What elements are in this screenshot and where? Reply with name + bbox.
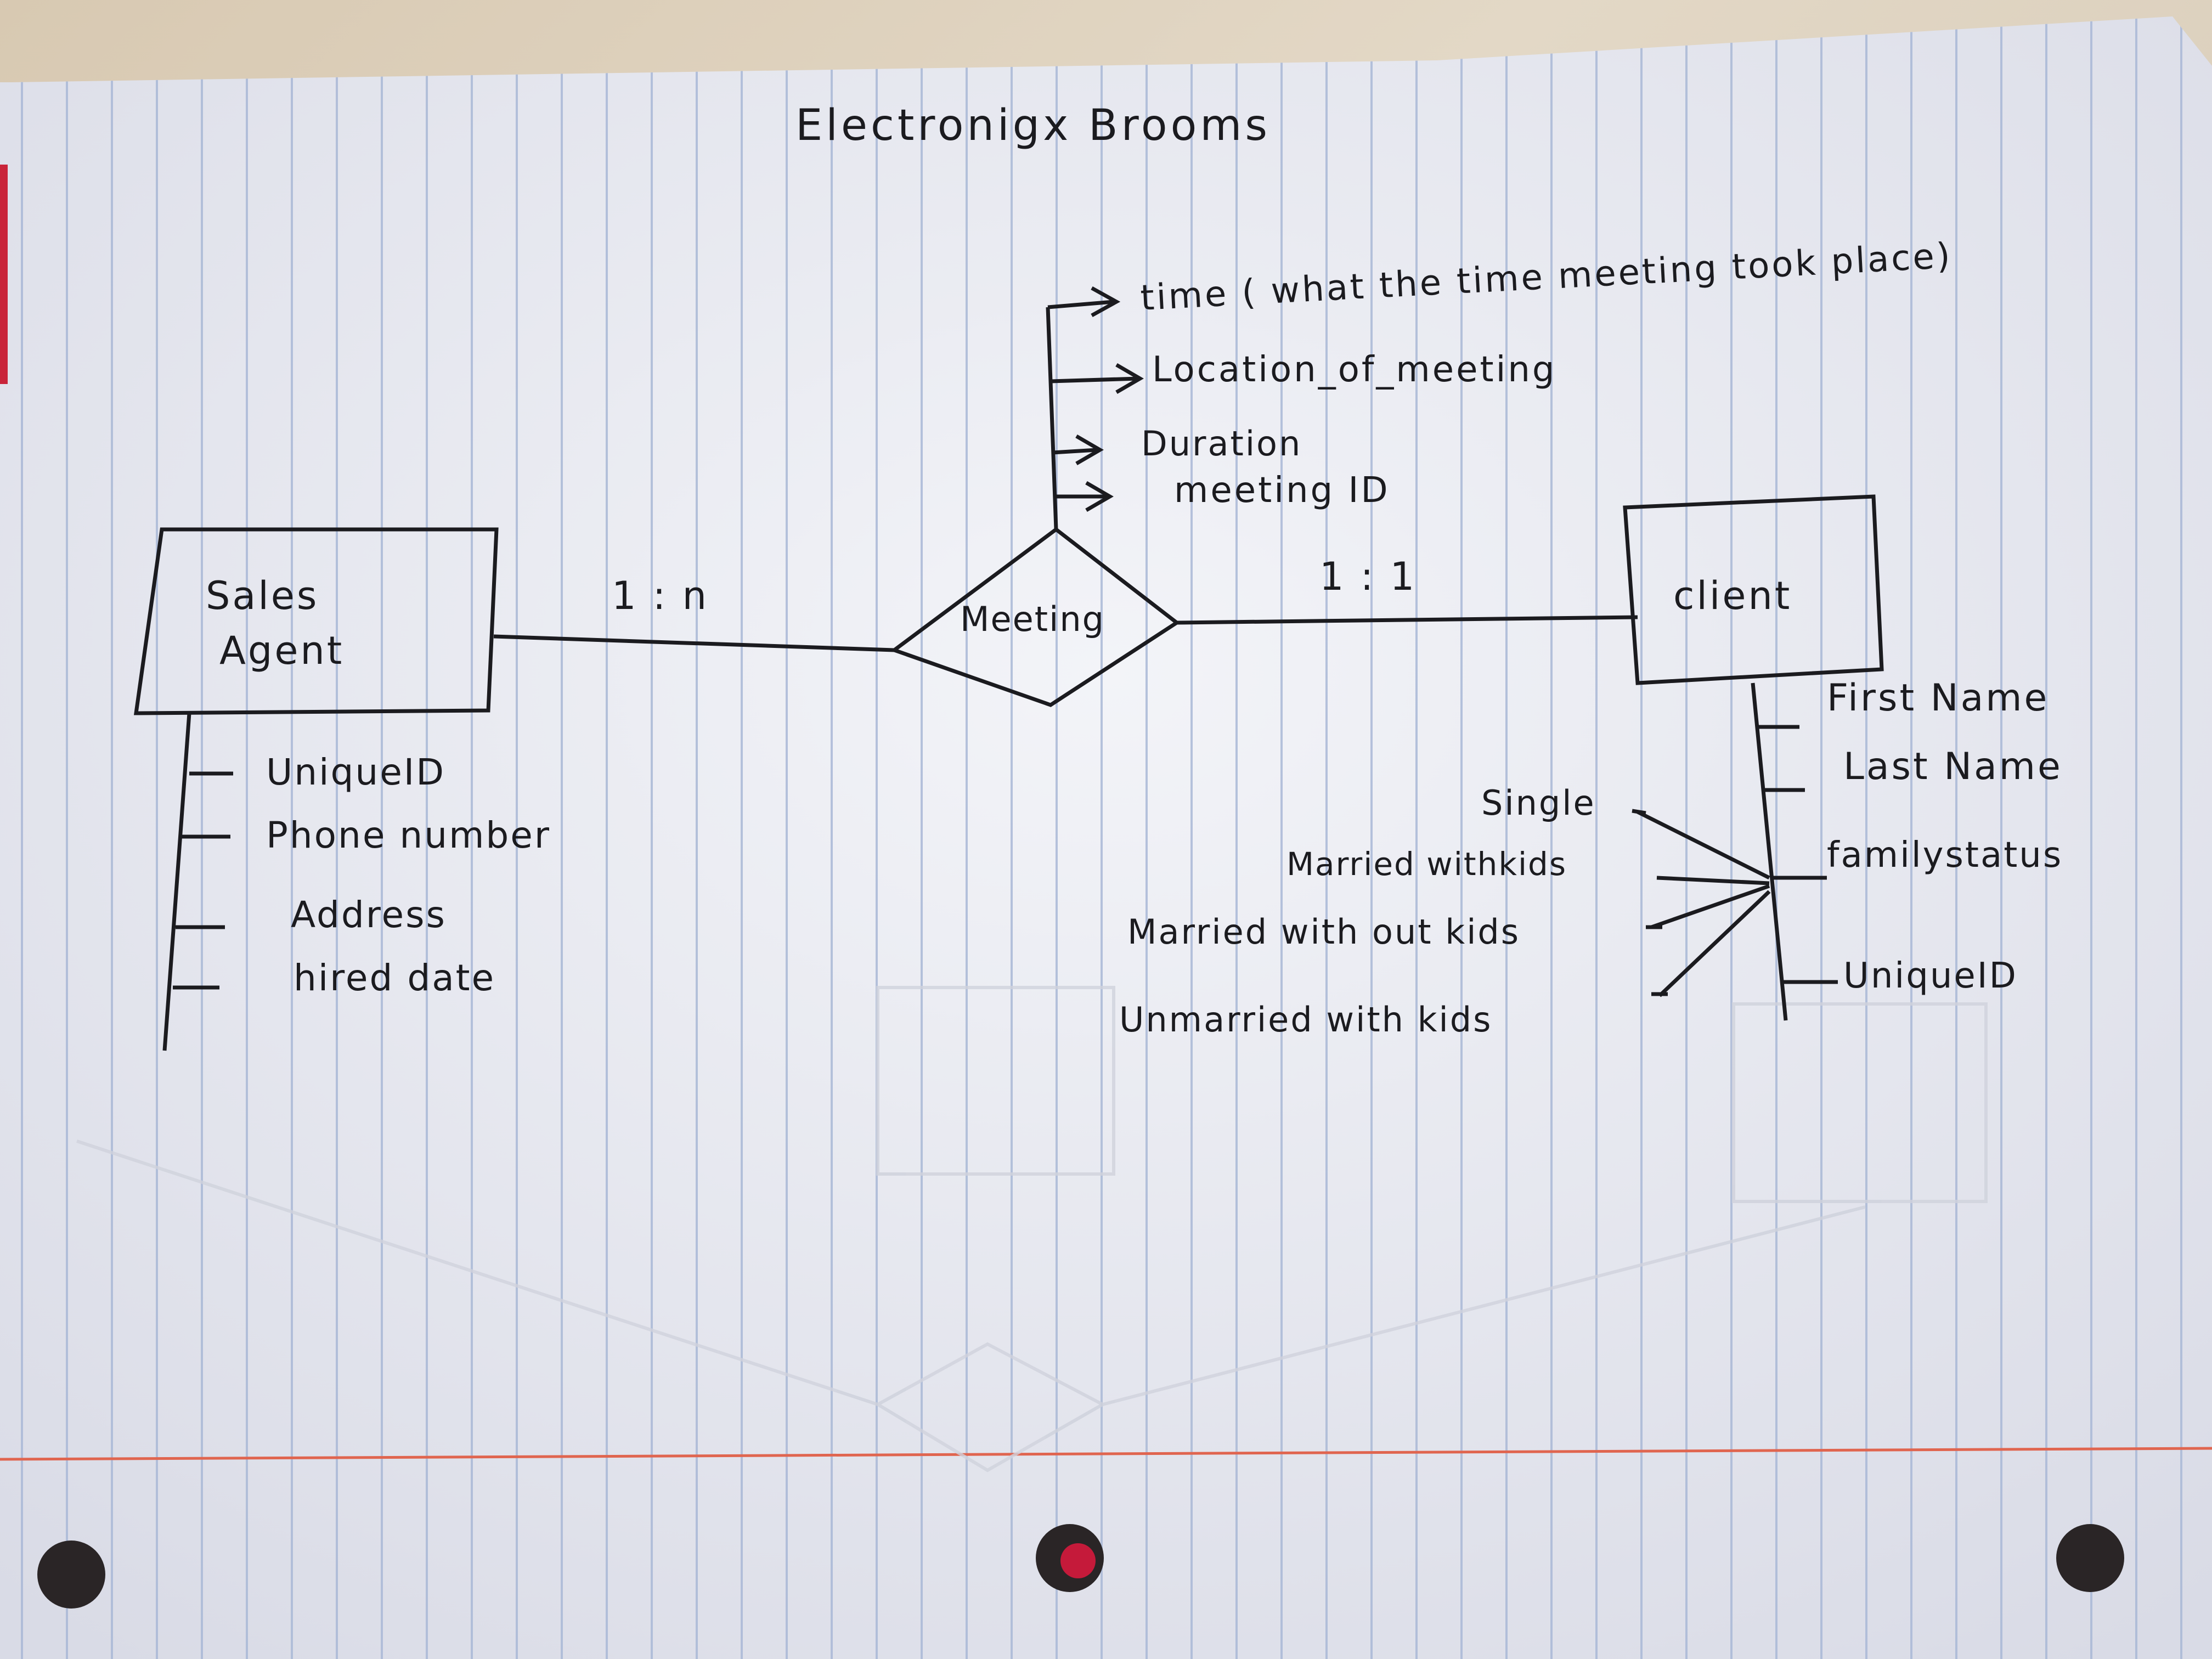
punch-hole-left	[37, 1541, 105, 1609]
client-attr-unique-id: UniqueID	[1843, 956, 2018, 996]
client-attr-family-status: familystatus	[1827, 835, 2063, 876]
sales-agent-label-line1: Sales	[206, 573, 319, 618]
client-attributes	[1632, 682, 1838, 1021]
left-edge-red	[0, 165, 8, 384]
sales-agent-attributes	[162, 713, 233, 1051]
show-through-marks	[76, 986, 1988, 1472]
meeting-label: Meeting	[960, 599, 1105, 639]
meeting-attr-duration: Duration	[1141, 424, 1302, 464]
meeting-attributes-tree	[1046, 286, 1144, 530]
sales-agent-attr-address: Address	[291, 894, 447, 936]
family-status-married-with-kids: Married withkids	[1286, 845, 1567, 883]
sales-agent-box	[133, 527, 499, 715]
diagram-title: Electronigx Brooms	[795, 101, 1271, 150]
punch-hole-center-accent	[1060, 1543, 1096, 1578]
client-attr-first-name: First Name	[1827, 676, 2049, 720]
sales-agent-label-line2: Agent	[219, 628, 344, 673]
sales-agent-attr-hired-date: hired date	[294, 957, 495, 999]
cardinality-agent-meeting: 1 : n	[612, 573, 709, 618]
margin-line	[0, 1447, 2212, 1461]
family-status-married-without-kids: Married with out kids	[1127, 912, 1520, 952]
sales-agent-attr-unique-id: UniqueID	[266, 751, 445, 793]
client-label: client	[1673, 573, 1792, 618]
entity-sales-agent: Sales Agent	[133, 527, 499, 715]
meeting-attr-location: Location_of_meeting	[1152, 349, 1557, 390]
client-box	[1623, 494, 1884, 685]
connection-lines	[493, 615, 1638, 652]
family-status-single: Single	[1481, 783, 1596, 823]
family-status-unmarried-with-kids: Unmarried with kids	[1119, 1000, 1492, 1040]
cardinality-meeting-client: 1 : 1	[1319, 554, 1417, 599]
client-attr-last-name: Last Name	[1843, 745, 2063, 788]
punch-hole-right	[2056, 1524, 2124, 1592]
ruled-lines	[0, 16, 2212, 1659]
sales-agent-attr-phone-number: Phone number	[266, 814, 551, 856]
meeting-attr-meeting-id: meeting ID	[1174, 470, 1390, 511]
entity-client: client	[1623, 494, 1884, 685]
